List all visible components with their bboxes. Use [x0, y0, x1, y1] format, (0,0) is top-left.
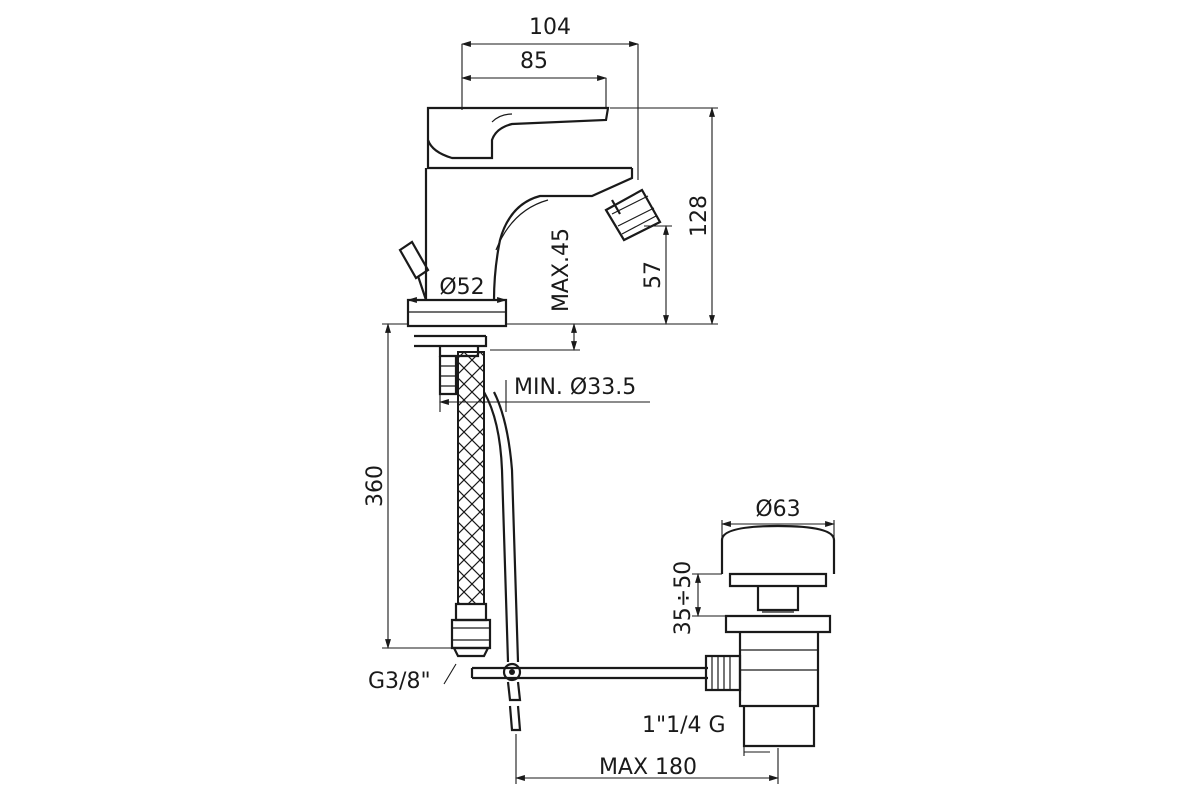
dim-waste-thread-label: 1"1/4 G: [642, 713, 726, 738]
dim-height-total-label: 128: [687, 195, 712, 237]
dim-base-diameter-label: Ø52: [439, 275, 484, 300]
hose-nut: [450, 618, 492, 658]
dim-waste-lift-label: 35÷50: [671, 561, 696, 635]
dim-base-diameter: Ø52: [407, 275, 507, 303]
aerator: [604, 188, 662, 242]
dim-waste-thread: 1"1/4 G: [642, 713, 770, 756]
dim-width-lever: 85: [461, 49, 607, 108]
dim-min-hole: MIN. Ø33.5: [439, 375, 650, 412]
dim-height-total: 128: [506, 107, 718, 325]
dim-waste-cap: Ø63: [721, 497, 835, 540]
dim-width-total-label: 104: [529, 15, 571, 40]
dim-max-deck: MAX.45: [490, 228, 580, 351]
dim-spout-height-label: 57: [641, 261, 666, 289]
popup-waste: [704, 524, 836, 748]
dim-hose-thread: G3/8": [368, 663, 457, 694]
dim-width-lever-label: 85: [520, 49, 548, 74]
dim-width-total: 104: [461, 15, 639, 180]
faucet-body: [398, 106, 662, 396]
dim-waste-rod-label: MAX 180: [599, 755, 697, 780]
dim-waste-lift: 35÷50: [671, 561, 726, 635]
popup-rod: [470, 391, 708, 732]
dim-hose-length-label: 360: [363, 465, 388, 507]
dim-waste-cap-label: Ø63: [755, 497, 800, 522]
flexible-hose: [450, 351, 492, 658]
dim-hose-thread-label: G3/8": [368, 669, 431, 694]
dim-hose-length: 360: [363, 323, 452, 649]
dim-waste-rod: MAX 180: [515, 734, 779, 784]
pull-rod: [398, 240, 430, 301]
dim-min-hole-label: MIN. Ø33.5: [514, 375, 636, 400]
dim-spout-height: 57: [641, 225, 672, 325]
dim-max-deck-label: MAX.45: [549, 228, 574, 312]
